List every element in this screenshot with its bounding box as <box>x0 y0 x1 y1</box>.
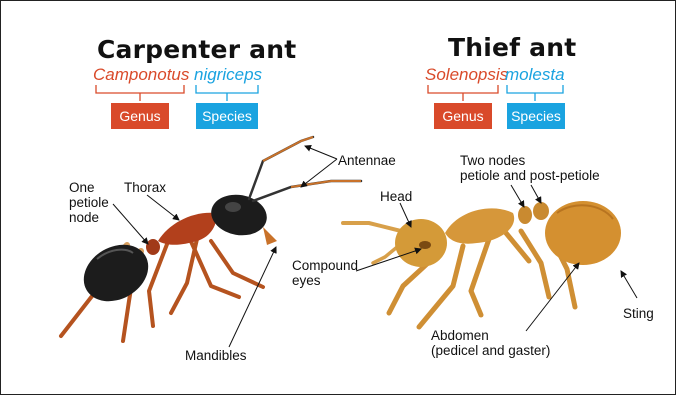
label-abdomen: Abdomen (pedicel and gaster) <box>431 328 550 358</box>
head-leader <box>400 203 411 227</box>
label-compound-line1: Compound <box>292 258 358 273</box>
petiole-leader <box>113 204 148 244</box>
label-two-nodes: Two nodes petiole and post-petiole <box>460 153 600 183</box>
sting-leader <box>621 271 637 298</box>
label-thorax: Thorax <box>124 180 166 195</box>
label-petiole-line3: node <box>69 210 109 225</box>
antennae-leader-1 <box>305 146 337 159</box>
label-mandibles: Mandibles <box>185 348 247 363</box>
label-abdomen-line1: Abdomen <box>431 328 550 343</box>
thief-ant-image <box>343 201 621 327</box>
label-petiole-line2: petiole <box>69 195 109 210</box>
label-head: Head <box>380 189 412 204</box>
label-petiole-line1: One <box>69 180 109 195</box>
label-sting: Sting <box>623 306 654 321</box>
label-two-nodes-line2: petiole and post-petiole <box>460 168 600 183</box>
label-compound-eyes: Compound eyes <box>292 258 358 288</box>
label-antennae: Antennae <box>338 153 396 168</box>
carpenter-ant-image <box>61 137 361 341</box>
two-nodes-leader-1 <box>511 185 524 207</box>
label-abdomen-line2: (pedicel and gaster) <box>431 343 550 358</box>
label-two-nodes-line1: Two nodes <box>460 153 600 168</box>
thorax-leader <box>147 195 179 220</box>
label-compound-line2: eyes <box>292 273 358 288</box>
label-one-petiole-node: One petiole node <box>69 180 109 225</box>
two-nodes-leader-2 <box>531 185 541 203</box>
